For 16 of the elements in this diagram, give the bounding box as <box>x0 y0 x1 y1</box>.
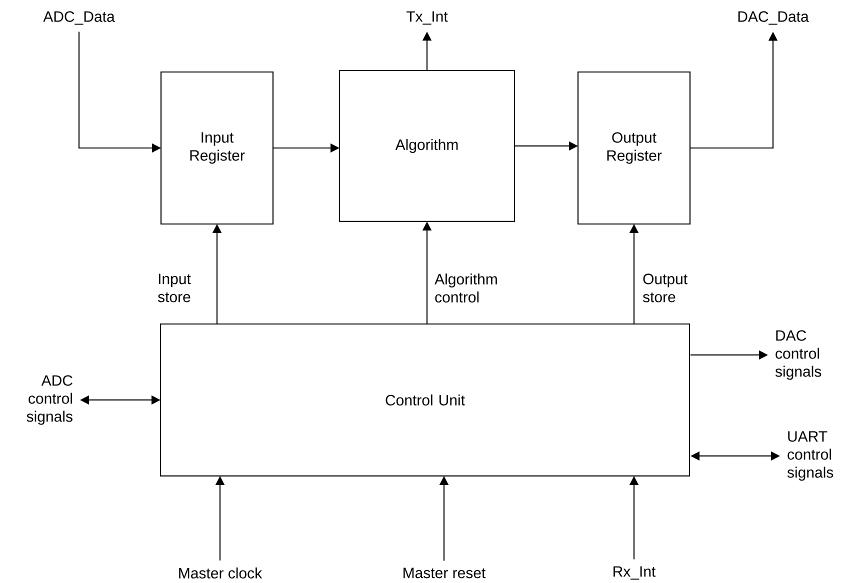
signal-label: ADC_Data <box>43 11 115 25</box>
signal-label: DAC control signals <box>775 330 822 380</box>
signal-label: DAC_Data <box>738 11 809 25</box>
register-box: Output Register <box>577 71 691 225</box>
register-box: Input Register <box>160 71 274 225</box>
signal-label: ADC control signals <box>26 375 72 425</box>
signal-label: UART control signals <box>787 431 834 481</box>
signal-label: Master reset <box>404 568 486 578</box>
signal-label: Rx_Int <box>614 566 656 580</box>
edge-label: Algorithm control <box>434 273 497 302</box>
edge-label: Output store <box>642 274 688 302</box>
signal-label: Tx_Int <box>406 11 448 25</box>
signal-label: Master clock <box>179 567 262 578</box>
process-box: Algorithm <box>338 70 516 222</box>
edge-label: Input store <box>158 274 191 302</box>
control-unit-box: Control Unit <box>160 323 690 477</box>
